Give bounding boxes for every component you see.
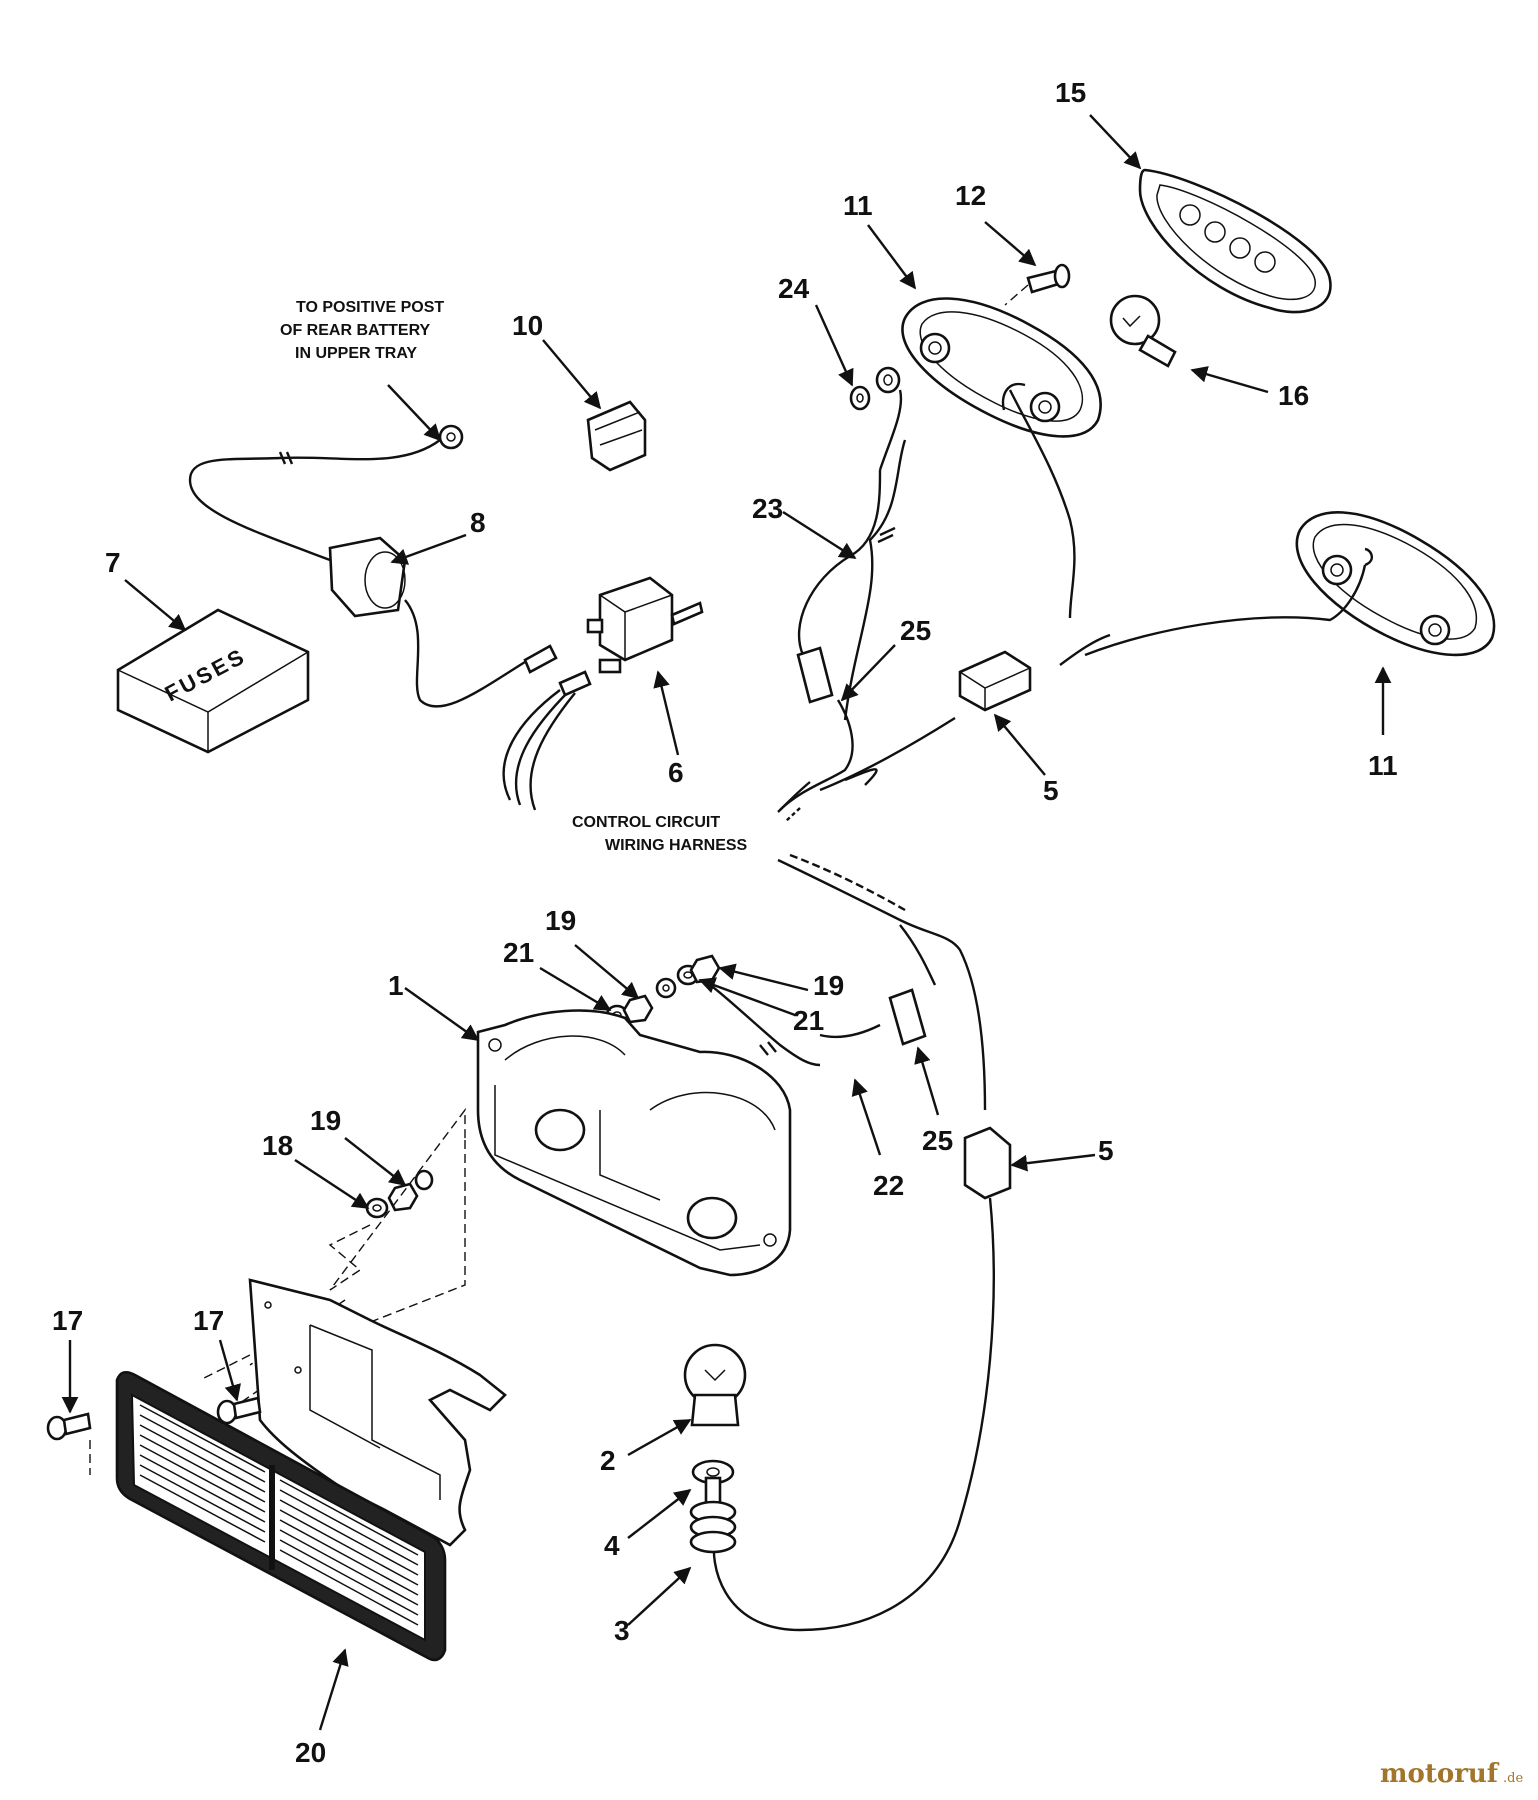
part-8-fuse-holder [188, 424, 558, 708]
callout-24: 24 [778, 273, 810, 304]
callout-5: 5 [1098, 1135, 1114, 1166]
callout-17: 17 [193, 1305, 224, 1336]
part-5-connector-top [958, 650, 1032, 712]
callout-21: 21 [503, 937, 534, 968]
callout-3: 3 [614, 1615, 630, 1646]
callout-20: 20 [295, 1737, 326, 1768]
part-7-fuse-box: FUSES [116, 608, 310, 754]
leader-arrows [61, 114, 1392, 1731]
callout-18: 18 [262, 1130, 293, 1161]
callout-2: 2 [600, 1445, 616, 1476]
part-15-lens [1138, 168, 1332, 314]
control-circuit-harness [502, 389, 1367, 823]
callout-19: 19 [310, 1105, 341, 1136]
part-11-housing-top [901, 297, 1102, 438]
part-20-grille [115, 1370, 447, 1662]
battery-note: TO POSITIVE POST OF REAR BATTERY IN UPPE… [280, 299, 444, 362]
part-5-connector-bottom [712, 1126, 1012, 1632]
harness-note: CONTROL CIRCUIT WIRING HARNESS [572, 814, 748, 854]
harness-note-line-2: WIRING HARNESS [605, 837, 748, 854]
callout-8: 8 [470, 507, 486, 538]
callout-1: 1 [388, 970, 404, 1001]
battery-note-line-1: TO POSITIVE POST [296, 299, 444, 316]
callout-7: 7 [105, 547, 121, 578]
callout-4: 4 [604, 1530, 620, 1561]
watermark-tld: .de [1503, 1771, 1523, 1786]
battery-note-line-2: OF REAR BATTERY [280, 322, 431, 339]
part-24-washer [849, 366, 901, 411]
callout-16: 16 [1278, 380, 1309, 411]
callout-23: 23 [752, 493, 783, 524]
part-4-socket-cap [691, 1459, 735, 1506]
watermark: motoruf .de [1380, 1759, 1523, 1789]
callout-15: 15 [1055, 77, 1086, 108]
callout-11: 11 [1368, 750, 1398, 781]
battery-note-line-3: IN UPPER TRAY [295, 345, 417, 362]
callout-19: 19 [545, 905, 576, 936]
callout-21: 21 [793, 1005, 824, 1036]
part-1-housing [476, 1009, 792, 1277]
callout-17: 17 [52, 1305, 83, 1336]
part-6-switch [586, 576, 704, 674]
callout-22: 22 [873, 1170, 904, 1201]
callout-25: 25 [922, 1125, 953, 1156]
part-12-screw [1004, 263, 1071, 306]
callout-11: 11 [843, 190, 873, 221]
part-3-socket [689, 1500, 737, 1554]
callout-25: 25 [900, 615, 931, 646]
part-2-bulb [683, 1343, 747, 1427]
part-11-housing-right [1295, 511, 1496, 657]
watermark-brand: motoruf [1380, 1759, 1500, 1789]
callout-10: 10 [512, 310, 543, 341]
harness-note-line-1: CONTROL CIRCUIT [572, 814, 720, 831]
gasket [248, 1278, 507, 1547]
callout-6: 6 [668, 757, 684, 788]
part-16-bulb [1109, 294, 1177, 368]
callout-12: 12 [955, 180, 986, 211]
part-10-clip [586, 400, 647, 472]
callout-numbers: 15 12 11 24 16 10 23 8 7 25 6 5 11 19 21… [52, 77, 1398, 1768]
callout-19: 19 [813, 970, 844, 1001]
callout-5: 5 [1043, 775, 1059, 806]
